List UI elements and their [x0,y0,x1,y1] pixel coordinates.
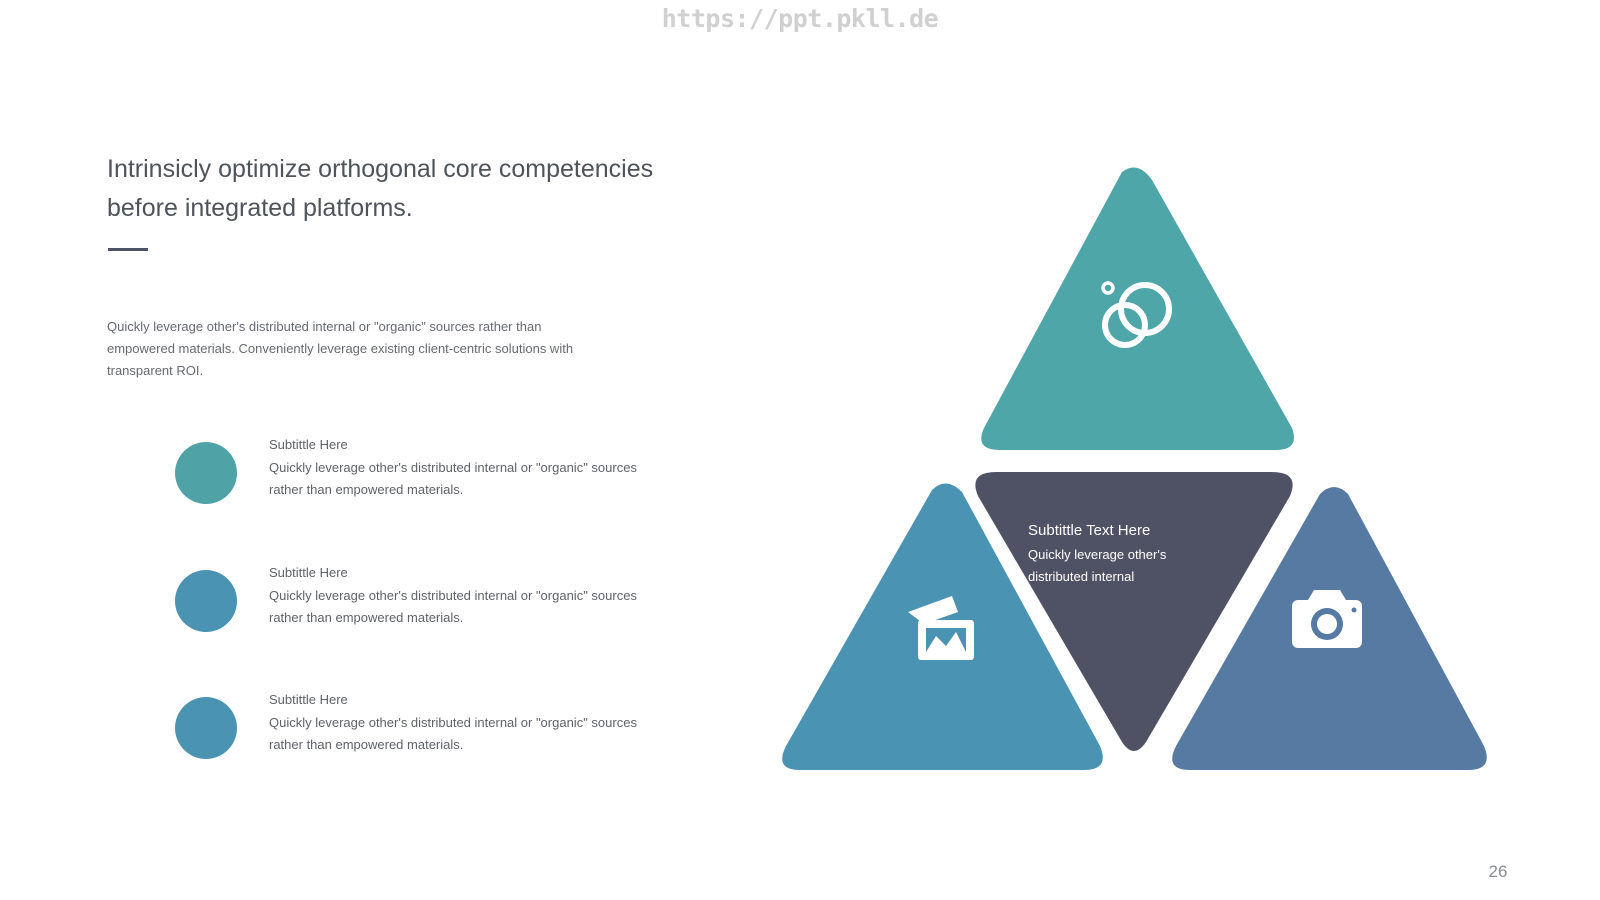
intro-paragraph: Quickly leverage other's distributed int… [107,319,574,378]
feature-item-1: Subtittle Here Quickly leverage other's … [175,435,637,505]
rings-icon [1101,281,1172,348]
center-description: Quickly leverage other's distributed int… [1028,547,1167,584]
center-subtitle: Subtittle Text Here [1028,522,1151,539]
feature-subtitle: Subtittle Here [269,692,348,707]
accent-bar [108,248,148,251]
feature-subtitle: Subtittle Here [269,565,348,580]
watermark-url: https://ppt.pkll.de [661,4,939,33]
photos-icon [908,596,974,660]
feature-item-2: Subtittle Here Quickly leverage other's … [175,563,637,633]
feature-dot [175,697,237,759]
feature-subtitle: Subtittle Here [269,437,348,452]
feature-dot [175,570,237,632]
headline: Intrinsicly optimize orthogonal core com… [107,155,654,222]
feature-description: Quickly leverage other's distributed int… [269,588,637,625]
page-number: 26 [1488,862,1508,881]
triangle-center [975,472,1293,751]
feature-description: Quickly leverage other's distributed int… [269,715,637,752]
feature-description: Quickly leverage other's distributed int… [269,460,637,497]
feature-item-3: Subtittle Here Quickly leverage other's … [175,690,637,760]
feature-dot [175,442,237,504]
camera-icon [1292,590,1362,648]
center-triangle-text: Subtittle Text Here Quickly leverage oth… [1028,520,1218,588]
